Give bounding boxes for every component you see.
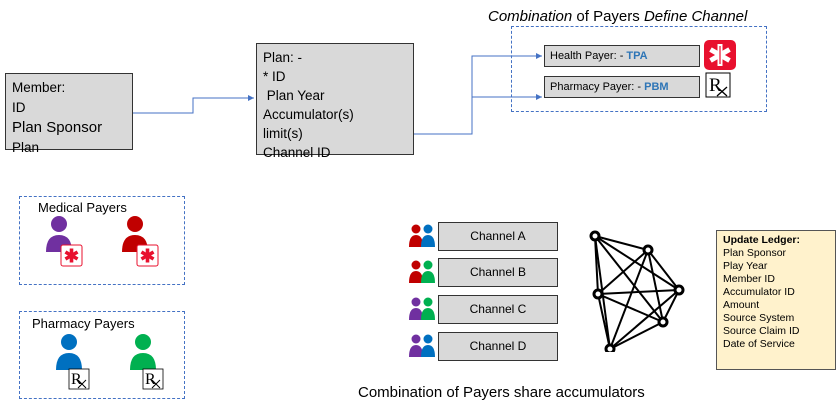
- pharmacy-payers-group: [19, 311, 185, 399]
- svg-text:R: R: [709, 75, 722, 96]
- channel-a-box: Channel A: [438, 222, 558, 251]
- combo-title-pre: Combination: [488, 8, 577, 25]
- plan-channel-id: Channel ID: [263, 145, 331, 160]
- ledger-item: Source Claim ID: [723, 325, 800, 337]
- member-box: Member: ID Plan Sponsor Plan: [5, 73, 133, 155]
- health-payer-box: Health Payer: - TPA: [544, 45, 700, 67]
- health-payer-code: TPA: [626, 50, 648, 62]
- member-to-plan-connector: [133, 95, 254, 114]
- ledger-item: Source System: [723, 312, 795, 324]
- plan-year: Plan Year: [263, 88, 325, 103]
- person-icon: [409, 334, 435, 357]
- ledger-item: Date of Service: [723, 338, 795, 350]
- member-id: ID: [12, 100, 26, 115]
- medical-star-icon: [136, 244, 159, 267]
- update-ledger: Update Ledger: Plan Sponsor Play Year Me…: [716, 230, 836, 370]
- plan-box: Plan: - * ID Plan Year Accumulator(s) li…: [256, 43, 414, 160]
- person-icon: [409, 260, 435, 283]
- member-title: Member:: [12, 80, 66, 95]
- channel-b-box: Channel B: [438, 258, 558, 287]
- medical-star-icon: [704, 40, 736, 70]
- plan-id: * ID: [263, 69, 286, 84]
- health-payer-label: Health Payer: -: [550, 50, 627, 62]
- medical-star-icon: [60, 244, 83, 267]
- svg-text:R: R: [145, 371, 156, 388]
- medical-payers-group: [19, 196, 185, 285]
- payers-outline: [511, 26, 767, 112]
- plan-title: Plan: -: [263, 50, 303, 65]
- combo-title-mid: Payers: [588, 8, 644, 25]
- plan-limits: limit(s): [263, 126, 303, 141]
- ledger-item: Accumulator ID: [723, 286, 795, 298]
- pharmacy-payer-box: Pharmacy Payer: - PBM: [544, 76, 700, 98]
- medical-payers-label: Medical Payers: [38, 200, 127, 215]
- plan-accumulators: Accumulator(s): [263, 107, 354, 122]
- combination-title: Combination of Payers Define Channel: [488, 8, 747, 25]
- svg-text:R: R: [71, 371, 82, 388]
- combo-title-post: Define Channel: [643, 8, 748, 25]
- pharmacy-payer-label: Pharmacy Payer: -: [550, 81, 645, 93]
- member-plan: Plan: [12, 140, 40, 155]
- member-plan-sponsor: Plan Sponsor: [12, 119, 103, 136]
- rx-icon: R: [68, 368, 90, 390]
- rx-icon: R: [142, 368, 164, 390]
- ledger-item: Plan Sponsor: [723, 247, 787, 259]
- ledger-title: Update Ledger:: [723, 234, 801, 246]
- combo-title-of: of: [576, 8, 589, 25]
- pharmacy-payer-code: PBM: [644, 81, 669, 93]
- network-graph: [589, 230, 685, 352]
- channel-d-box: Channel D: [438, 332, 558, 361]
- shared-accumulators-caption: Combination of Payers share accumulators: [358, 384, 645, 401]
- person-icon: [56, 334, 82, 370]
- ledger-item: Play Year: [723, 260, 768, 272]
- ledger-item: Member ID: [723, 273, 775, 285]
- rx-icon: R: [705, 72, 731, 98]
- person-icon: [409, 297, 435, 320]
- person-icon: [409, 224, 435, 247]
- person-icon: [130, 334, 156, 370]
- pharmacy-payers-label: Pharmacy Payers: [32, 316, 135, 331]
- channel-c-box: Channel C: [438, 295, 558, 324]
- ledger-item: Amount: [723, 299, 760, 311]
